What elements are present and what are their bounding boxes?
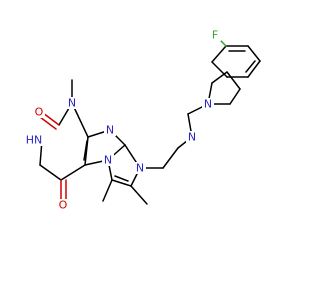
bond	[211, 45, 227, 63]
molecule-structure: N H​N O O N N N N N F	[24, 29, 261, 212]
bond	[247, 45, 261, 62]
pyrimidine-ring	[39, 79, 89, 201]
atom-nh: H​N	[26, 134, 43, 147]
atom-labels: N H​N O O N N N N N F	[24, 29, 221, 212]
bond	[111, 179, 132, 187]
atom-n-piperazine-left: N	[188, 131, 196, 144]
bond	[83, 140, 88, 161]
atom-n-piperazine-right: N	[204, 98, 212, 111]
fluorophenyl-ring	[211, 34, 261, 78]
bond	[247, 60, 261, 78]
bond	[226, 71, 241, 90]
bond	[229, 88, 241, 105]
bond	[39, 164, 62, 181]
bond	[39, 116, 57, 130]
bond	[211, 61, 228, 78]
bond	[245, 60, 256, 73]
atom-n-imidazo-left: N	[104, 154, 112, 167]
atom-o-top: O	[35, 106, 44, 119]
linker-and-piperazine	[139, 71, 241, 169]
bond	[60, 164, 86, 181]
bond	[162, 147, 179, 169]
bond	[42, 112, 60, 126]
bond	[130, 185, 148, 205]
atom-fluorine: F	[212, 29, 218, 42]
atom-n-methyl: N	[68, 97, 76, 110]
bond	[114, 175, 129, 182]
bond	[102, 179, 113, 202]
atom-n-imidazo: N	[106, 124, 114, 137]
atom-n-bridge: N	[136, 162, 144, 175]
bond	[211, 71, 228, 84]
atom-o-bottom: O	[59, 199, 68, 212]
